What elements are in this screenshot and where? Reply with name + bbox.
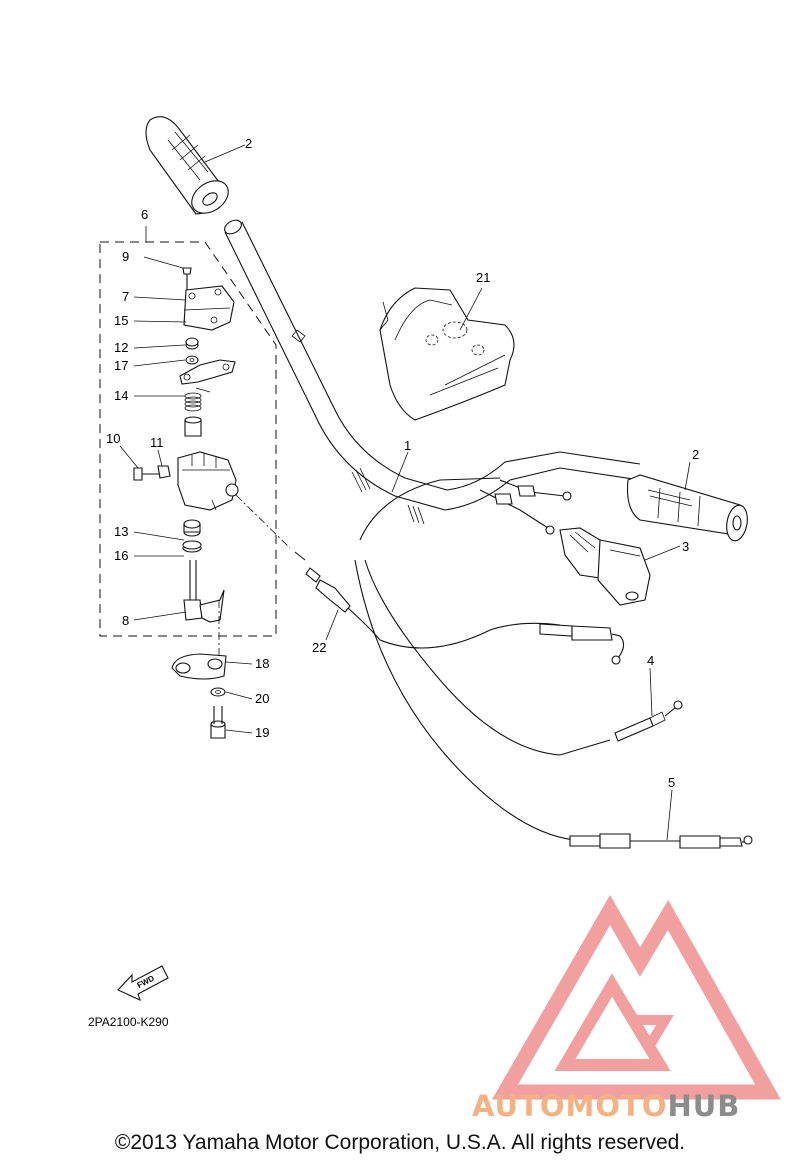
callout-21: 21 [476,270,490,285]
handlebar [224,219,641,525]
callout-12: 12 [114,340,128,355]
callout-8: 8 [122,613,129,628]
callout-16: 16 [114,548,128,563]
callout-11: 11 [150,435,164,450]
handlebar-cover [379,287,515,421]
callout-3: 3 [682,539,689,554]
callout-2-left: 2 [245,136,252,151]
watermark-text: AUTOMOTOHUB [472,1089,740,1123]
assembly-boundary [99,241,277,637]
callout-4: 4 [647,653,654,668]
watermark-logo-icon [492,894,781,1100]
callout-5: 5 [668,775,675,790]
callout-9: 9 [122,249,129,264]
callout-15: 15 [114,313,128,328]
callout-2-right: 2 [692,447,699,462]
callout-10: 10 [106,431,120,446]
leader-lines [119,144,691,841]
copyright-notice: ©2013 Yamaha Motor Corporation, U.S.A. A… [114,1131,686,1154]
callout-6: 6 [141,207,148,222]
callout-20: 20 [255,691,269,706]
callout-22: 22 [312,640,326,655]
callout-18: 18 [255,656,269,671]
callout-1: 1 [404,438,411,453]
callout-13: 13 [114,524,128,539]
cables [294,477,753,849]
callout-14: 14 [114,388,128,403]
switch-housing [559,527,651,606]
right-grip [626,474,748,542]
part-code: 2PA2100-K290 [88,1015,169,1029]
fwd-arrow-icon: FWD [117,965,169,1002]
callout-17: 17 [114,358,128,373]
callout-19: 19 [255,725,269,740]
callout-7: 7 [122,289,129,304]
throttle-assembly [133,267,291,739]
callout-labels: 1 2 2 3 4 5 6 7 8 9 10 11 12 13 14 15 16… [106,136,699,790]
left-grip [145,116,229,215]
